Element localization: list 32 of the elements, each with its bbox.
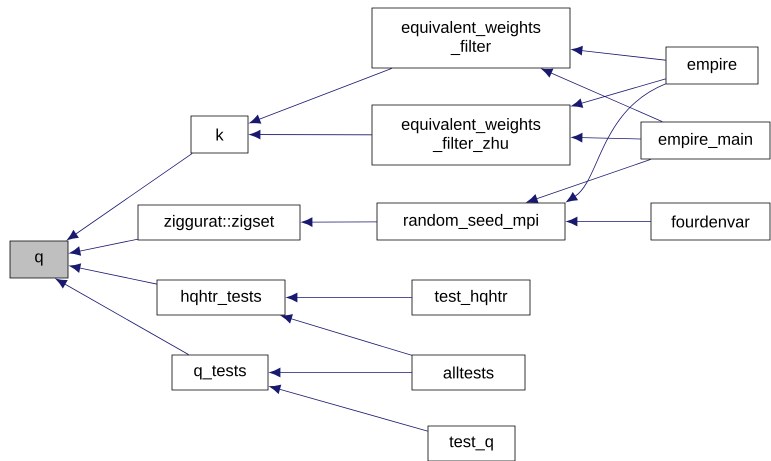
arrow xyxy=(571,46,666,61)
function-box: q_tests xyxy=(172,354,268,390)
function-box: k xyxy=(190,116,248,154)
arrow xyxy=(69,238,138,256)
arrow xyxy=(302,217,377,227)
arrow xyxy=(69,263,157,284)
arrow xyxy=(566,84,666,202)
arrow xyxy=(571,78,666,108)
function-box: random_seed_mpi xyxy=(376,202,566,240)
function-box: equivalent_weights _filter xyxy=(372,8,570,68)
arrow xyxy=(286,292,412,302)
arrow xyxy=(572,132,641,142)
arrow xyxy=(249,68,392,124)
arrow xyxy=(526,159,652,204)
function-box: test_hqhtr xyxy=(412,280,530,316)
function-box: empire_main xyxy=(640,122,770,160)
arrow xyxy=(56,278,190,355)
function-box: fourdenvar xyxy=(650,202,770,240)
function-box: test_q xyxy=(428,426,516,461)
arrow xyxy=(281,314,412,356)
arrow xyxy=(250,130,372,140)
function-box: ziggurat::zigset xyxy=(138,204,300,240)
function-box: equivalent_weights _filter_zhu xyxy=(372,104,570,166)
function-box: q xyxy=(10,240,68,278)
function-box: empire xyxy=(666,46,758,84)
arrow xyxy=(67,153,193,240)
function-box: alltests xyxy=(412,354,526,390)
function-box: hqhtr_tests xyxy=(156,280,286,316)
arrow xyxy=(270,368,412,378)
arrow xyxy=(269,384,428,432)
arrow xyxy=(541,68,663,122)
arrow xyxy=(566,216,651,226)
